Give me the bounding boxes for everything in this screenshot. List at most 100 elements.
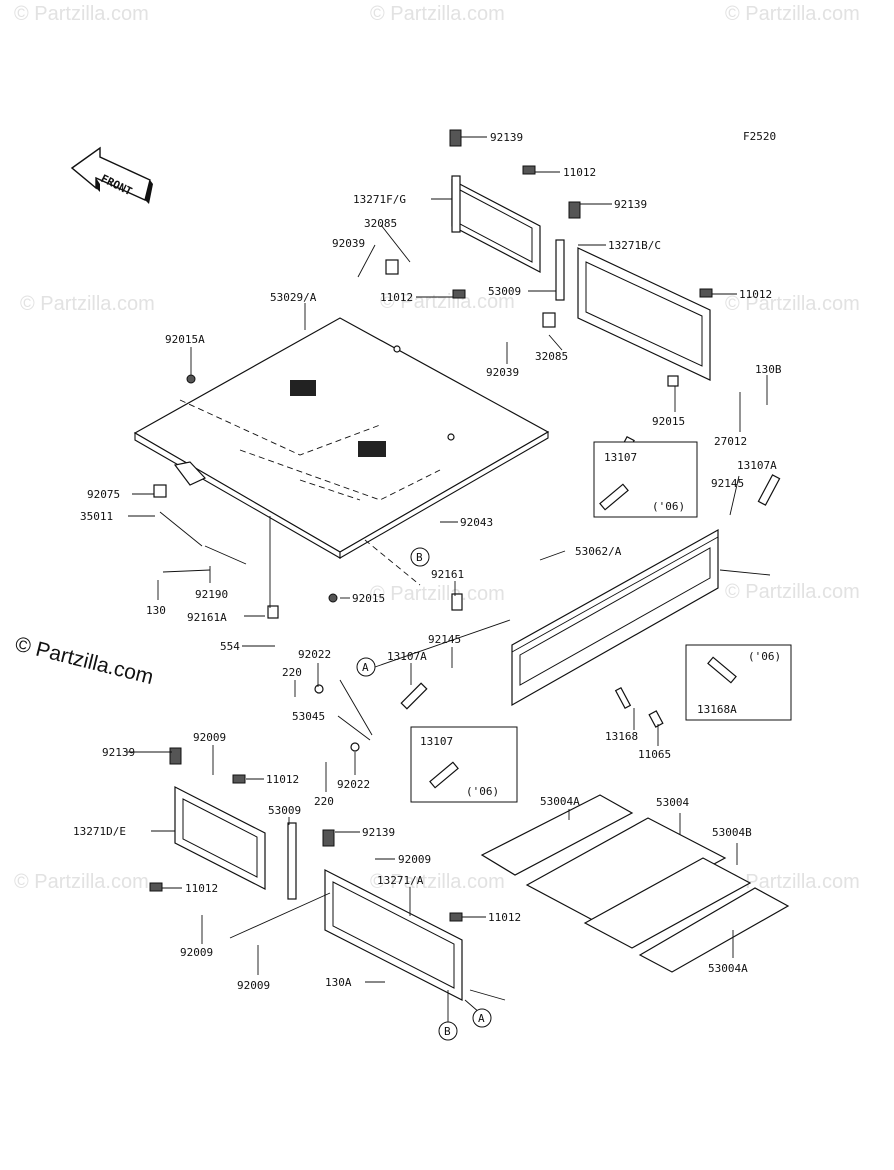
ref-box-13107-low: 13107 ('06) [410,726,518,803]
part-label: 11065 [638,748,671,761]
part-label: ('06) [748,650,781,663]
part-label: 130 [146,604,166,617]
mat-53004b [583,857,752,949]
part-label: 92139 [614,198,647,211]
part-label: 92145 [428,633,461,646]
svg-text:A: A [478,1012,485,1025]
watermark: © Partzilla.com [725,3,860,25]
watermark: © Partzilla.com [370,3,505,25]
front-panel [451,175,541,273]
part-label: 13168A [697,703,737,716]
tailgate [511,528,719,707]
part-label: 92161A [187,611,227,624]
figure-code: F2520 [743,130,776,143]
watermark: © Partzilla.com [380,291,515,313]
mat-53004a-top [480,794,634,876]
watermark: © Partzilla.com [14,3,149,25]
part-label: 13271D/E [73,825,126,838]
side-panel-left [174,786,266,890]
watermark: © Partzilla.com [370,583,505,605]
part-label: 92009 [180,946,213,959]
watermark: © Partzilla.com [725,293,860,315]
part-label: 53029/A [270,291,317,304]
front-arrow-icon: FRONT [70,146,153,204]
svg-text:A: A [362,661,369,674]
floor-mats [480,794,790,973]
marker-a: A [356,657,376,677]
part-label: 92015 [352,592,385,605]
part-label: 53004 [656,796,689,809]
part-label: ('06) [652,500,685,513]
watermark: © Partzilla.com [14,871,149,893]
part-label: 13271F/G [353,193,406,206]
part-label: 92009 [193,731,226,744]
partzilla-watermark: © Partzilla.com [13,633,156,690]
part-label: 92022 [337,778,370,791]
part-label: 13107A [737,459,777,472]
part-label: 13271B/C [608,239,661,252]
part-label: 92145 [711,477,744,490]
watermark: © Partzilla.com [725,871,860,893]
part-label: 92022 [298,648,331,661]
part-label: 92015 [652,415,685,428]
part-label: 92015A [165,333,205,346]
part-label: 92139 [490,131,523,144]
part-label: 130B [755,363,782,376]
watermark: © Partzilla.com [20,293,155,315]
part-label: ('06) [466,785,499,798]
part-label: 92039 [486,366,519,379]
part-label: 92009 [237,979,270,992]
part-label: 53045 [292,710,325,723]
part-label: 11012 [563,166,596,179]
cargo-bed-deck [133,317,550,559]
part-label: 35011 [80,510,113,523]
part-label: 53062/A [575,545,622,558]
part-label: 92009 [398,853,431,866]
part-label: 92075 [87,488,120,501]
part-label: 53004B [712,826,752,839]
leader-lines [127,136,771,1022]
part-label: 53009 [488,285,521,298]
part-label: 92161 [431,568,464,581]
svg-text:B: B [444,1025,451,1038]
part-label: 92190 [195,588,228,601]
part-label: 92139 [362,826,395,839]
part-label: 13168 [605,730,638,743]
part-label: 13107 [604,451,637,464]
watermark: © Partzilla.com [725,581,860,603]
part-label: 53004A [708,962,748,975]
part-label: 27012 [714,435,747,448]
part-label: 92039 [332,237,365,250]
ref-box-13168a: ('06) 13168A [685,644,792,721]
part-label: 32085 [535,350,568,363]
part-label: 32085 [364,217,397,230]
part-label: 13271/A [377,874,424,887]
marker-a: A [472,1008,492,1028]
part-label: 92043 [460,516,493,529]
part-label: 220 [314,795,334,808]
part-label: 220 [282,666,302,679]
part-label: 53009 [268,804,301,817]
marker-b: B [438,1021,458,1041]
mat-53004 [525,817,727,926]
watermark: © Partzilla.com [370,871,505,893]
ref-box-13107: 13107 ('06) [593,441,698,518]
part-label: 11012 [739,288,772,301]
side-panel-lower [324,869,463,1001]
part-label: 11012 [380,291,413,304]
marker-b: B [410,547,430,567]
part-label: 11012 [488,911,521,924]
part-label: 554 [220,640,240,653]
part-label: 11012 [185,882,218,895]
part-label: 13107A [387,650,427,663]
svg-text:B: B [416,551,423,564]
part-label: 92139 [102,746,135,759]
part-label: 13107 [420,735,453,748]
watermark-layer: © Partzilla.com © Partzilla.com © Partzi… [14,3,860,893]
mat-53004a-low [638,887,790,973]
part-label: 53004A [540,795,580,808]
side-panel-right [577,247,711,381]
part-label: 11012 [266,773,299,786]
grid-patch [290,380,386,457]
